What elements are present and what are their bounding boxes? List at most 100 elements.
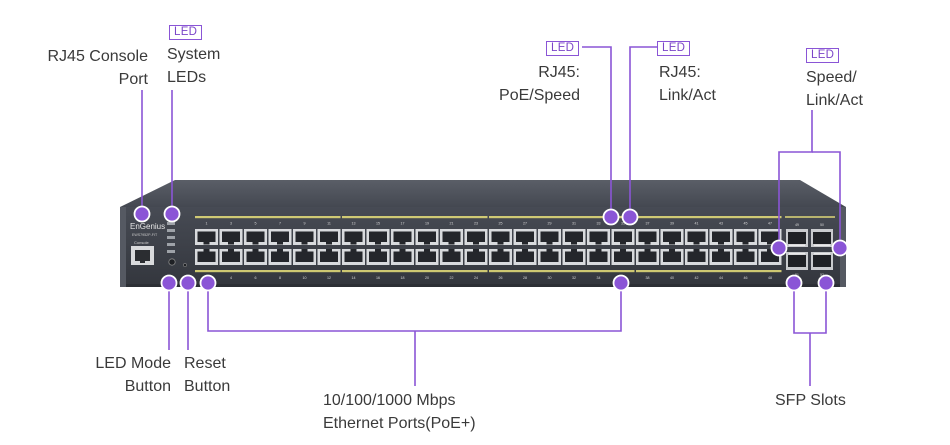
dot-ethernet-left	[199, 274, 217, 292]
rj45-port-5[interactable]	[244, 229, 267, 245]
rj45-port-19[interactable]	[415, 229, 439, 245]
model-label: EWS7952P-FIT	[132, 233, 158, 237]
label-poe-speed: RJ45: PoE/Speed	[499, 64, 580, 104]
rj45-port-2[interactable]	[195, 249, 218, 265]
dot-reset	[179, 274, 197, 292]
sfp-slot-52[interactable]	[811, 252, 833, 270]
console-port[interactable]	[131, 246, 154, 265]
sfp-slot-50[interactable]	[811, 229, 833, 247]
dot-ethernet-right	[612, 274, 630, 292]
port-number-label: 12	[327, 276, 331, 280]
rj45-port-40[interactable]	[660, 249, 684, 265]
rj45-port-15[interactable]	[366, 229, 390, 245]
console-label: Console	[134, 240, 149, 245]
rj45-port-32[interactable]	[562, 249, 586, 265]
rj45-port-1[interactable]	[195, 229, 218, 245]
ethernet-ports: 1234567891011121314151617181920212223242…	[195, 216, 782, 280]
label-link-act: RJ45: Link/Act	[659, 64, 716, 104]
rj45-port-9[interactable]	[293, 229, 316, 245]
rj45-port-37[interactable]	[636, 229, 659, 245]
rj45-port-24[interactable]	[464, 249, 488, 265]
rj45-port-36[interactable]	[611, 249, 635, 265]
rj45-port-34[interactable]	[587, 249, 610, 265]
sfp-slot-51[interactable]	[786, 252, 808, 270]
port-number-label: 39	[670, 222, 674, 226]
dot-console	[133, 205, 151, 223]
port-number-label: 44	[719, 276, 723, 280]
led-badge-speed-link: LED	[806, 48, 840, 63]
rj45-port-33[interactable]	[587, 229, 610, 245]
port-number-label: 9	[304, 222, 306, 226]
port-number-label: 30	[548, 276, 552, 280]
label-ethernet-ports: 10/100/1000 Mbps Ethernet Ports(PoE+)	[323, 392, 476, 432]
port-number-label: 23	[474, 222, 478, 226]
port-number-label: 13	[352, 222, 356, 226]
rj45-port-14[interactable]	[342, 249, 365, 265]
port-number-label: 10	[303, 276, 307, 280]
port-number-label: 45	[744, 222, 748, 226]
rj45-port-30[interactable]	[538, 249, 561, 265]
rj45-port-12[interactable]	[317, 249, 341, 265]
rj45-port-31[interactable]	[562, 229, 586, 245]
led-mode-button[interactable]	[168, 258, 176, 266]
port-number-label: 22	[450, 276, 454, 280]
port-number-label: 19	[425, 222, 429, 226]
rj45-port-42[interactable]	[685, 249, 708, 265]
rj45-port-21[interactable]	[440, 229, 463, 245]
rj45-port-7[interactable]	[268, 229, 292, 245]
rj45-port-13[interactable]	[342, 229, 365, 245]
sfp-slot-49[interactable]	[786, 229, 808, 247]
rj45-port-11[interactable]	[317, 229, 341, 245]
reset-button[interactable]	[183, 263, 187, 267]
port-number-label: 4	[230, 276, 232, 280]
callout-dots	[133, 205, 849, 292]
rj45-port-22[interactable]	[440, 249, 463, 265]
rj45-port-43[interactable]	[709, 229, 733, 245]
rj45-port-18[interactable]	[391, 249, 414, 265]
rj45-port-4[interactable]	[219, 249, 243, 265]
rj45-port-38[interactable]	[636, 249, 659, 265]
port-number-label: 16	[376, 276, 380, 280]
port-number-label: 35	[621, 222, 625, 226]
port-number-label: 32	[572, 276, 576, 280]
rj45-port-6[interactable]	[244, 249, 267, 265]
rj45-port-23[interactable]	[464, 229, 488, 245]
rj45-port-20[interactable]	[415, 249, 439, 265]
rj45-port-39[interactable]	[660, 229, 684, 245]
rj45-port-16[interactable]	[366, 249, 390, 265]
port-number-label: 17	[401, 222, 405, 226]
rj45-port-17[interactable]	[391, 229, 414, 245]
label-sfp-slots: SFP Slots	[775, 392, 846, 409]
port-number-label: 24	[474, 276, 478, 280]
rj45-port-8[interactable]	[268, 249, 292, 265]
rj45-port-10[interactable]	[293, 249, 316, 265]
dot-poe-speed	[602, 208, 620, 226]
rj45-port-46[interactable]	[734, 249, 757, 265]
sfp-number-label: 52	[820, 273, 824, 277]
rj45-port-45[interactable]	[734, 229, 757, 245]
dot-sfp-left	[785, 274, 803, 292]
port-number-label: 41	[695, 222, 699, 226]
rj45-port-41[interactable]	[685, 229, 708, 245]
rj45-port-28[interactable]	[513, 249, 537, 265]
rj45-port-44[interactable]	[709, 249, 733, 265]
port-number-label: 48	[768, 276, 772, 280]
dot-led-mode	[160, 274, 178, 292]
port-number-label: 7	[279, 222, 281, 226]
dot-sfp-led-right	[831, 239, 849, 257]
port-number-label: 38	[646, 276, 650, 280]
brand-logo: EnGenius	[130, 222, 165, 231]
system-leds	[167, 222, 175, 253]
rj45-port-29[interactable]	[538, 229, 561, 245]
port-number-label: 14	[352, 276, 356, 280]
port-number-label: 31	[572, 222, 576, 226]
rj45-port-26[interactable]	[489, 249, 512, 265]
port-number-label: 25	[499, 222, 503, 226]
rj45-port-35[interactable]	[611, 229, 635, 245]
port-number-label: 47	[768, 222, 772, 226]
label-reset-button: Reset Button	[184, 355, 231, 395]
rj45-port-3[interactable]	[219, 229, 243, 245]
rj45-port-25[interactable]	[489, 229, 512, 245]
rj45-port-27[interactable]	[513, 229, 537, 245]
